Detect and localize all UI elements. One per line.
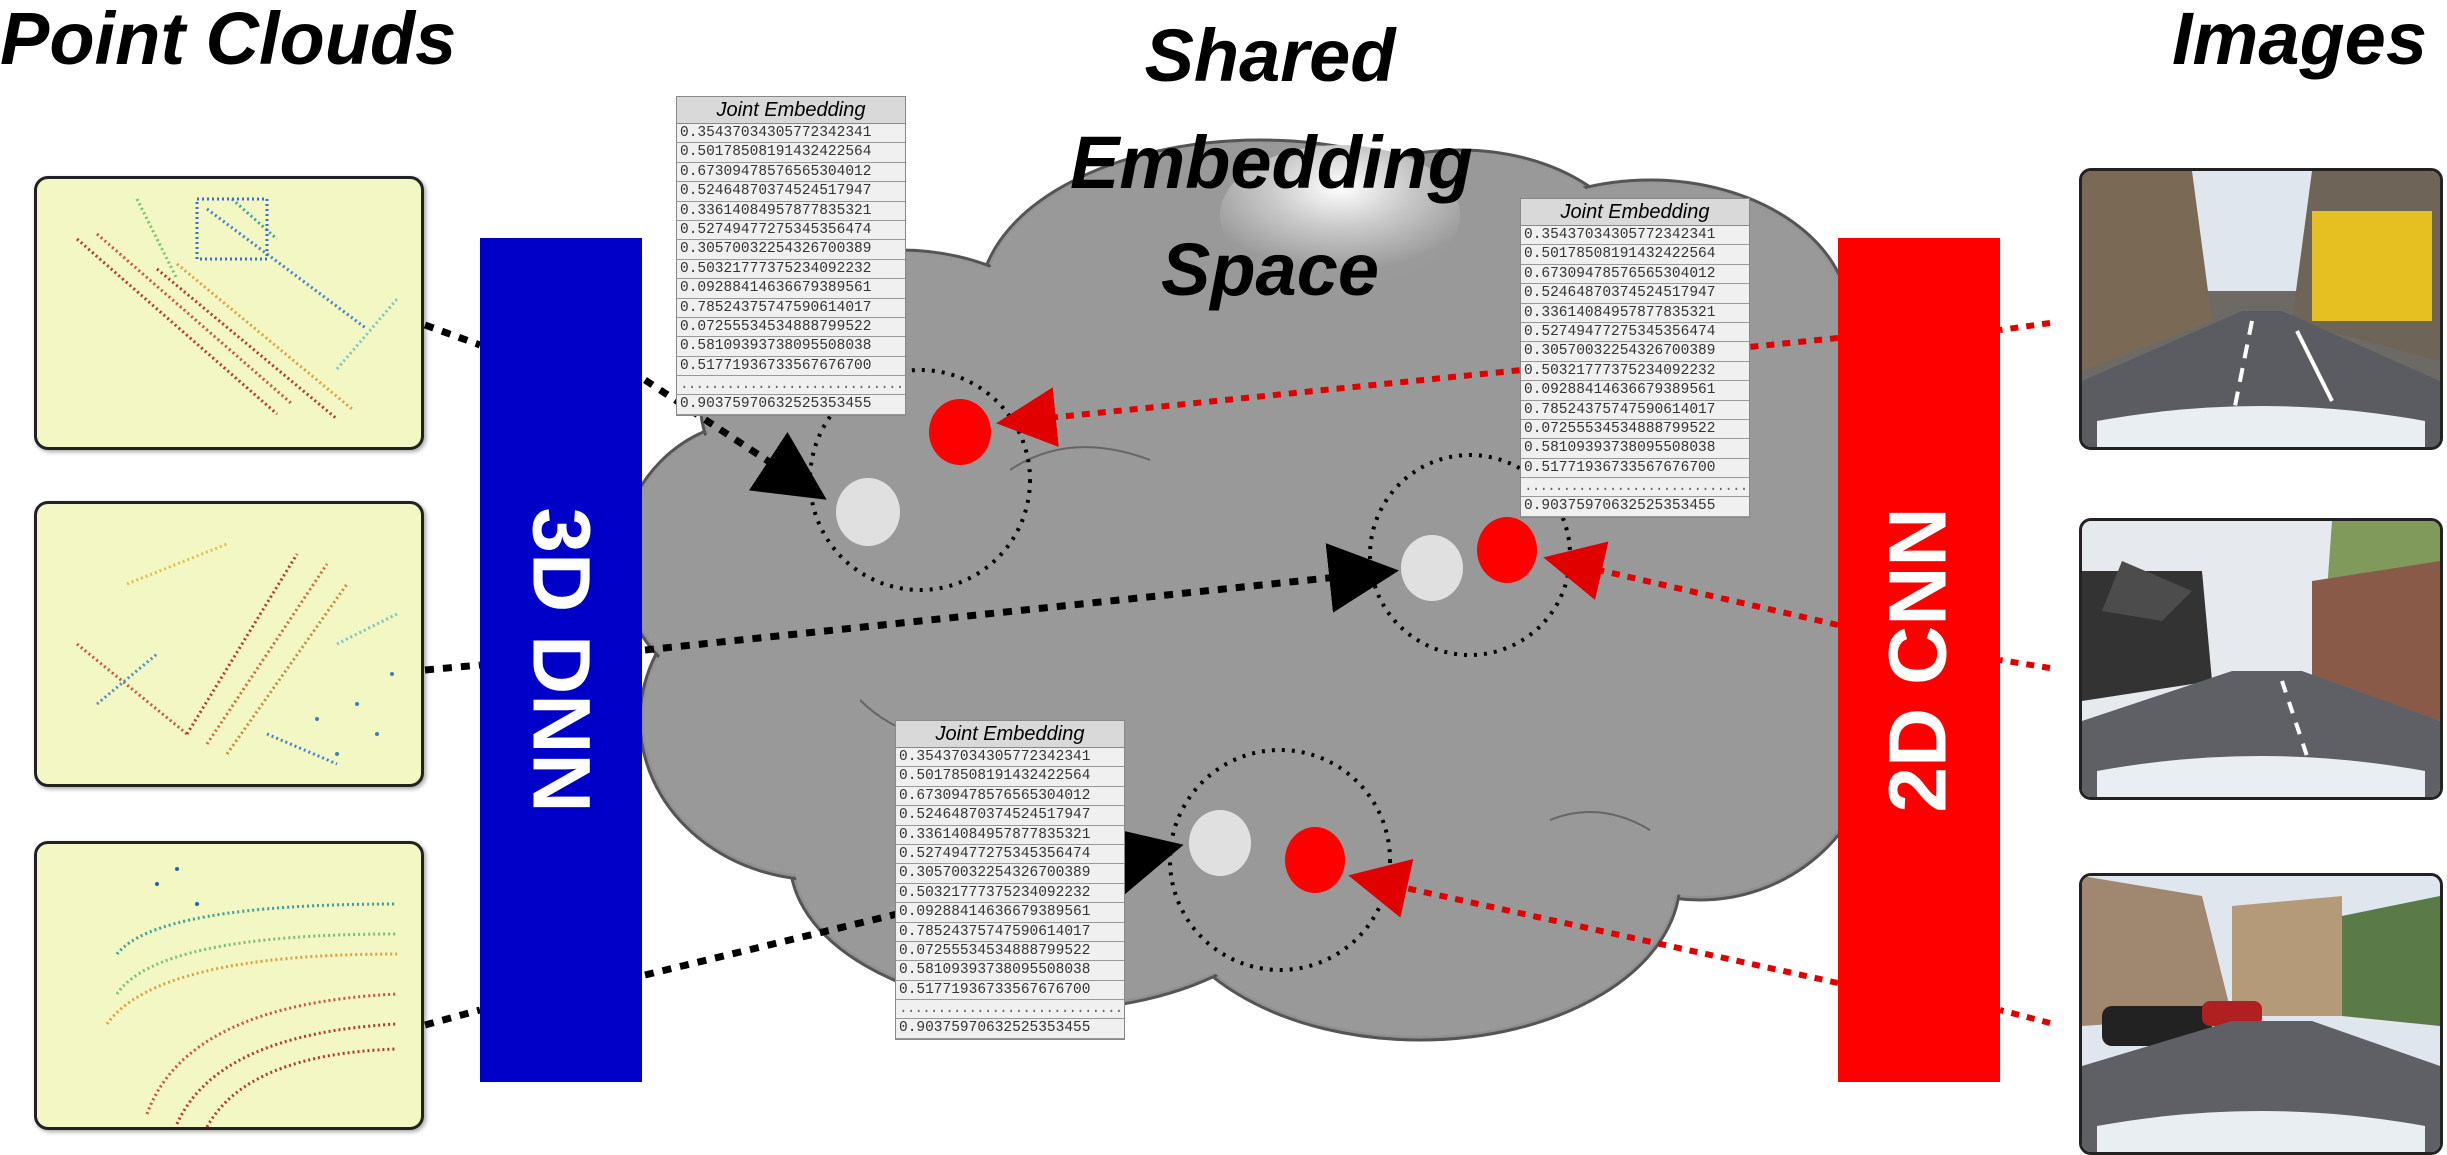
embedding-value: 0.35437034305772342341 [896,748,1124,768]
point-cloud-image [105,867,398,1127]
point-clouds-title: Point Clouds [0,0,457,80]
point-cloud-panel-1 [34,176,424,450]
embedding-value: 0.33614084957877835321 [896,825,1124,845]
embedding-value: 0.78524375747590614017 [1521,400,1749,420]
2d-cnn-block: 2D CNN [1838,238,2000,1082]
embedding-value: 0.33614084957877835321 [1521,303,1749,323]
embedding-value: 0.07255534534888799522 [677,317,905,338]
arrow-cnn-to-embedding-1 [996,335,1839,448]
shared-title-line-2: Embedding [1070,121,1473,204]
point-cloud-panel-2 [34,501,424,787]
images-title: Images [2171,0,2427,80]
embedding-value: 0.51771936733567676700 [677,356,905,377]
embedding-value: 0.58109393738095508038 [896,961,1124,981]
embedding-value: 0.67309478576565304012 [677,162,905,183]
street-photo [2082,521,2440,797]
point-cloud-embedding-2 [1401,535,1463,601]
embedding-value: 0.58109393738095508038 [1521,439,1749,459]
embedding-value: 0.58109393738095508038 [677,337,905,357]
embedding-value: 0.67309478576565304012 [1521,264,1749,285]
embedding-value: 0.50321777375234092232 [1521,361,1749,382]
street-photo [2082,876,2440,1152]
joint-embedding-header: Joint Embedding [1521,199,1749,226]
arrow-img3-to-cnn [1999,1007,2051,1026]
shared-title-line-1: Shared [1144,14,1396,97]
embedding-value: 0.90375970632525353455 [1521,497,1749,517]
street-photo [2082,171,2440,447]
point-cloud-embedding-3 [1189,810,1251,876]
embedding-value: 0.30570032254326700389 [896,864,1124,884]
arrow-pc2-to-dnn [424,661,481,674]
point-cloud-image [76,197,399,421]
embedding-value: 0.50178508191432422564 [896,767,1124,787]
arrow-cnn-to-embedding-3 [1348,858,1839,986]
embedding-value: 0.50321777375234092232 [677,259,905,280]
embedding-value: 0.07255534534888799522 [1521,419,1749,440]
embedding-value: 0.07255534534888799522 [896,941,1124,962]
arrow-dnn-to-embedding-2 [644,543,1399,654]
embedding-value: 0.90375970632525353455 [896,1019,1124,1039]
embedding-value: 0.35437034305772342341 [1521,226,1749,246]
image-embedding-2 [1477,517,1537,583]
3d-dnn-block: 3D DNN [480,238,642,1082]
arrow-pc3-to-dnn [424,1006,481,1029]
embedding-value: ........................................ [677,376,905,396]
arrow-dnn-to-embedding-1 [643,377,827,500]
embedding-value: 0.52464870374524517947 [677,182,905,202]
shared-title-line-3: Space [1160,228,1380,311]
embedding-value: ........................................ [1521,478,1749,498]
embedding-value: 0.09288414636679389561 [896,903,1124,923]
embedding-value: 0.52749477275345356474 [896,844,1124,865]
embedding-value: 0.35437034305772342341 [677,124,905,144]
cluster-circle-1 [808,368,1032,592]
embedding-value: 0.33614084957877835321 [677,201,905,221]
embedding-value: 0.50178508191432422564 [1521,245,1749,265]
arrow-img1-to-cnn [1999,320,2051,333]
embedding-value: 0.51771936733567676700 [1521,458,1749,479]
embedding-value: 0.50321777375234092232 [896,883,1124,904]
2d-cnn-label: 2D CNN [1873,507,1965,813]
embedding-value: 0.09288414636679389561 [1521,381,1749,401]
image-panel-2 [2079,518,2443,800]
embedding-value: 0.90375970632525353455 [677,395,905,415]
point-cloud-embedding-1 [836,478,900,546]
image-panel-3 [2079,873,2443,1155]
embedding-value: 0.30570032254326700389 [1521,342,1749,362]
point-cloud-image [76,542,398,766]
arrow-cnn-to-embedding-2 [1543,541,1839,628]
shared-embedding-space-title: Shared Embedding Space [1070,2,1473,323]
image-embedding-1 [929,399,991,465]
embedding-value: 0.67309478576565304012 [896,786,1124,807]
embedding-value: 0.52749477275345356474 [677,220,905,241]
embedding-value: 0.52464870374524517947 [1521,284,1749,304]
embedding-value: 0.09288414636679389561 [677,279,905,299]
embedding-value: 0.78524375747590614017 [677,298,905,318]
joint-embedding-header: Joint Embedding [896,721,1124,748]
embedding-value: 0.30570032254326700389 [677,240,905,260]
arrow-pc1-to-dnn [423,321,482,349]
embedding-value: ........................................ [896,1000,1124,1020]
image-panel-1 [2079,168,2443,450]
point-cloud-panel-3 [34,841,424,1130]
embedding-value: 0.78524375747590614017 [896,922,1124,942]
arrow-img2-to-cnn [1999,657,2051,671]
embedding-value: 0.52749477275345356474 [1521,322,1749,343]
embedding-value: 0.52464870374524517947 [896,806,1124,826]
embedding-value: 0.51771936733567676700 [896,980,1124,1001]
joint-embedding-header: Joint Embedding [677,97,905,124]
image-embedding-3 [1285,827,1345,893]
embedding-value: 0.50178508191432422564 [677,143,905,163]
3d-dnn-label: 3D DNN [516,507,608,813]
